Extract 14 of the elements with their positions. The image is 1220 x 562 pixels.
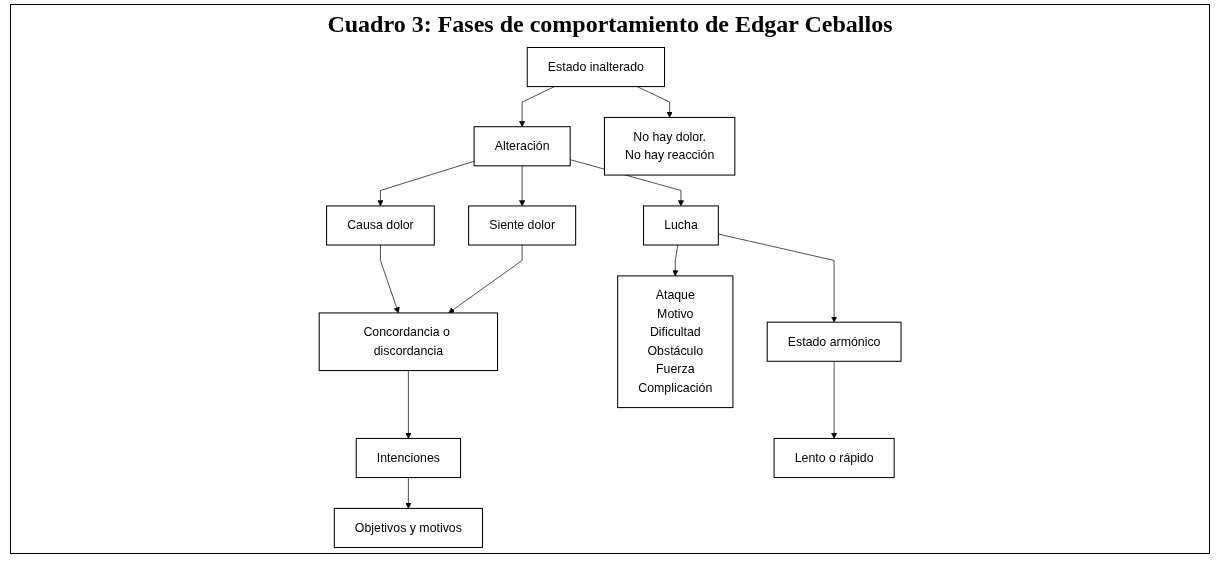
- node-box: [773, 437, 895, 479]
- node-box: [325, 205, 435, 246]
- node-box: [473, 126, 571, 167]
- diagram-frame: Cuadro 3: Fases de comportamiento de Edgar Ceballos Estado inalterado No hay dolor. No hay reacción Alteración Causa dolor Siente dolor Lucha Ataque Motivo Dificultad Obstáculo Fuerza Complicación Concordancia o discordancia Estado armónico Intenciones Lento o rápido Objetivos y motivos: [10, 4, 1210, 554]
- node-box: [617, 275, 734, 409]
- node-box: [467, 205, 577, 246]
- node-box: [766, 321, 902, 362]
- node-box: [526, 46, 665, 88]
- diagram-title: Cuadro 3: Fases de comportamiento de Edgar Ceballos: [327, 11, 893, 38]
- node-box: [603, 116, 736, 176]
- node-box: [333, 507, 483, 549]
- node-box: [355, 437, 461, 479]
- node-box: [642, 205, 719, 246]
- node-box: [318, 312, 498, 372]
